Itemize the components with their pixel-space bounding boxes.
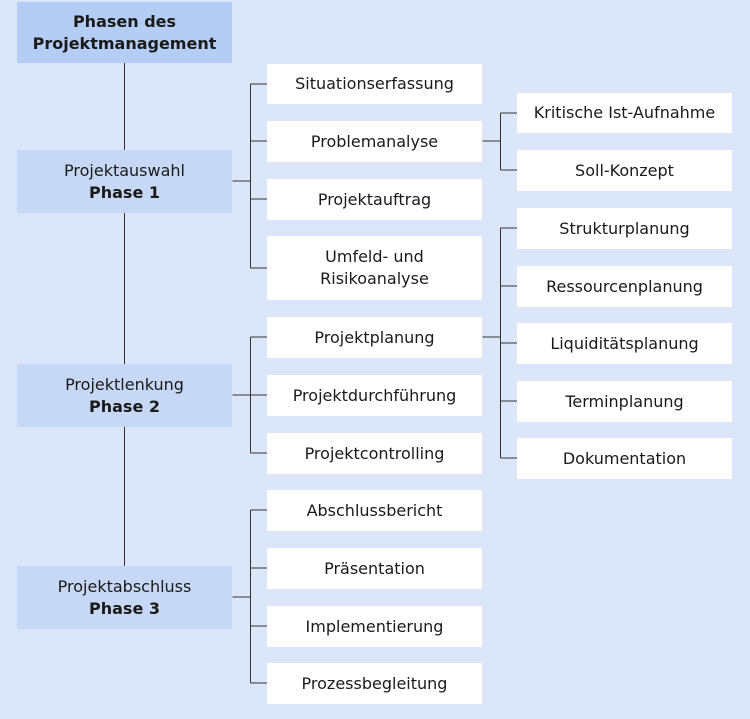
- title-line-2: Projektmanagement: [32, 33, 217, 53]
- phase-name: Projektabschluss: [57, 576, 192, 596]
- item-prozessbegleitung: Prozessbegleitung: [267, 663, 482, 704]
- phase-name: Projektlenkung: [65, 374, 184, 394]
- item-projektcontrolling: Projektcontrolling: [267, 433, 482, 474]
- phase-name: Projektauswahl: [64, 160, 185, 180]
- subitem-strukturplanung: Strukturplanung: [517, 208, 732, 249]
- diagram-title: Phasen des Projektmanagement: [17, 2, 232, 63]
- title-line-1: Phasen des: [72, 11, 177, 31]
- item-implementierung: Implementierung: [267, 606, 482, 647]
- phase-1-box: Projektauswahl Phase 1: [17, 150, 232, 213]
- item-projektauftrag: Projektauftrag: [267, 179, 482, 220]
- item-situationserfassung: Situationserfassung: [267, 64, 482, 104]
- item-problemanalyse: Problemanalyse: [267, 121, 482, 162]
- subitem-liquiditaetsplanung: Liquiditätsplanung: [517, 323, 732, 364]
- subitem-soll-konzept: Soll-Konzept: [517, 150, 732, 191]
- subitem-kritische-ist-aufnahme: Kritische Ist-Aufnahme: [517, 93, 732, 133]
- subitem-dokumentation: Dokumentation: [517, 438, 732, 479]
- item-praesentation: Präsentation: [267, 548, 482, 589]
- subitem-terminplanung: Terminplanung: [517, 381, 732, 422]
- phase-number: Phase 1: [89, 182, 160, 202]
- item-projektdurchfuehrung: Projektdurchführung: [267, 375, 482, 416]
- item-abschlussbericht: Abschlussbericht: [267, 490, 482, 531]
- subitem-ressourcenplanung: Ressourcenplanung: [517, 266, 732, 307]
- phase-number: Phase 3: [89, 598, 160, 618]
- phase-3-box: Projektabschluss Phase 3: [17, 566, 232, 629]
- phase-number: Phase 2: [89, 396, 160, 416]
- phase-2-box: Projektlenkung Phase 2: [17, 364, 232, 427]
- item-umfeld-risikoanalyse: Umfeld- und Risikoanalyse: [267, 236, 482, 300]
- item-projektplanung: Projektplanung: [267, 317, 482, 358]
